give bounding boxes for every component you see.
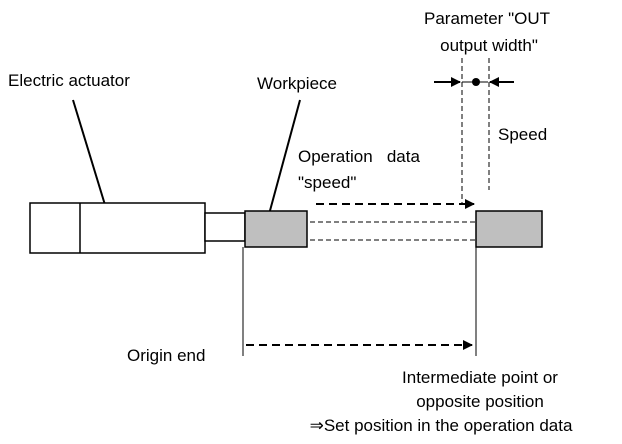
actuator-body [29,202,206,254]
actuator-rod [204,212,246,242]
param-label-line2: output width" [440,36,538,55]
intermediate-label-line2: opposite position [416,392,544,411]
intermediate-label-line1: Intermediate point or [402,368,558,387]
electric-actuator [29,202,246,254]
actuator-leader-line [72,99,110,219]
set-position-label: ⇒Set position in the operation data [310,416,573,435]
operation-data-label-line1: Operation data [298,147,420,166]
out-width-center-dot [472,78,480,86]
speed-label: Speed [498,125,547,144]
electric-actuator-label: Electric actuator [8,71,130,90]
out-width-indicator [434,58,514,205]
workpiece-label: Workpiece [257,74,337,93]
operation-data-label-line2: "speed" [298,173,356,192]
origin-end-label: Origin end [127,346,205,365]
workpiece-destination [475,210,543,248]
workpiece-origin [244,210,308,248]
param-label-line1: Parameter "OUT [424,9,550,28]
workpiece-leader-line [267,99,301,219]
